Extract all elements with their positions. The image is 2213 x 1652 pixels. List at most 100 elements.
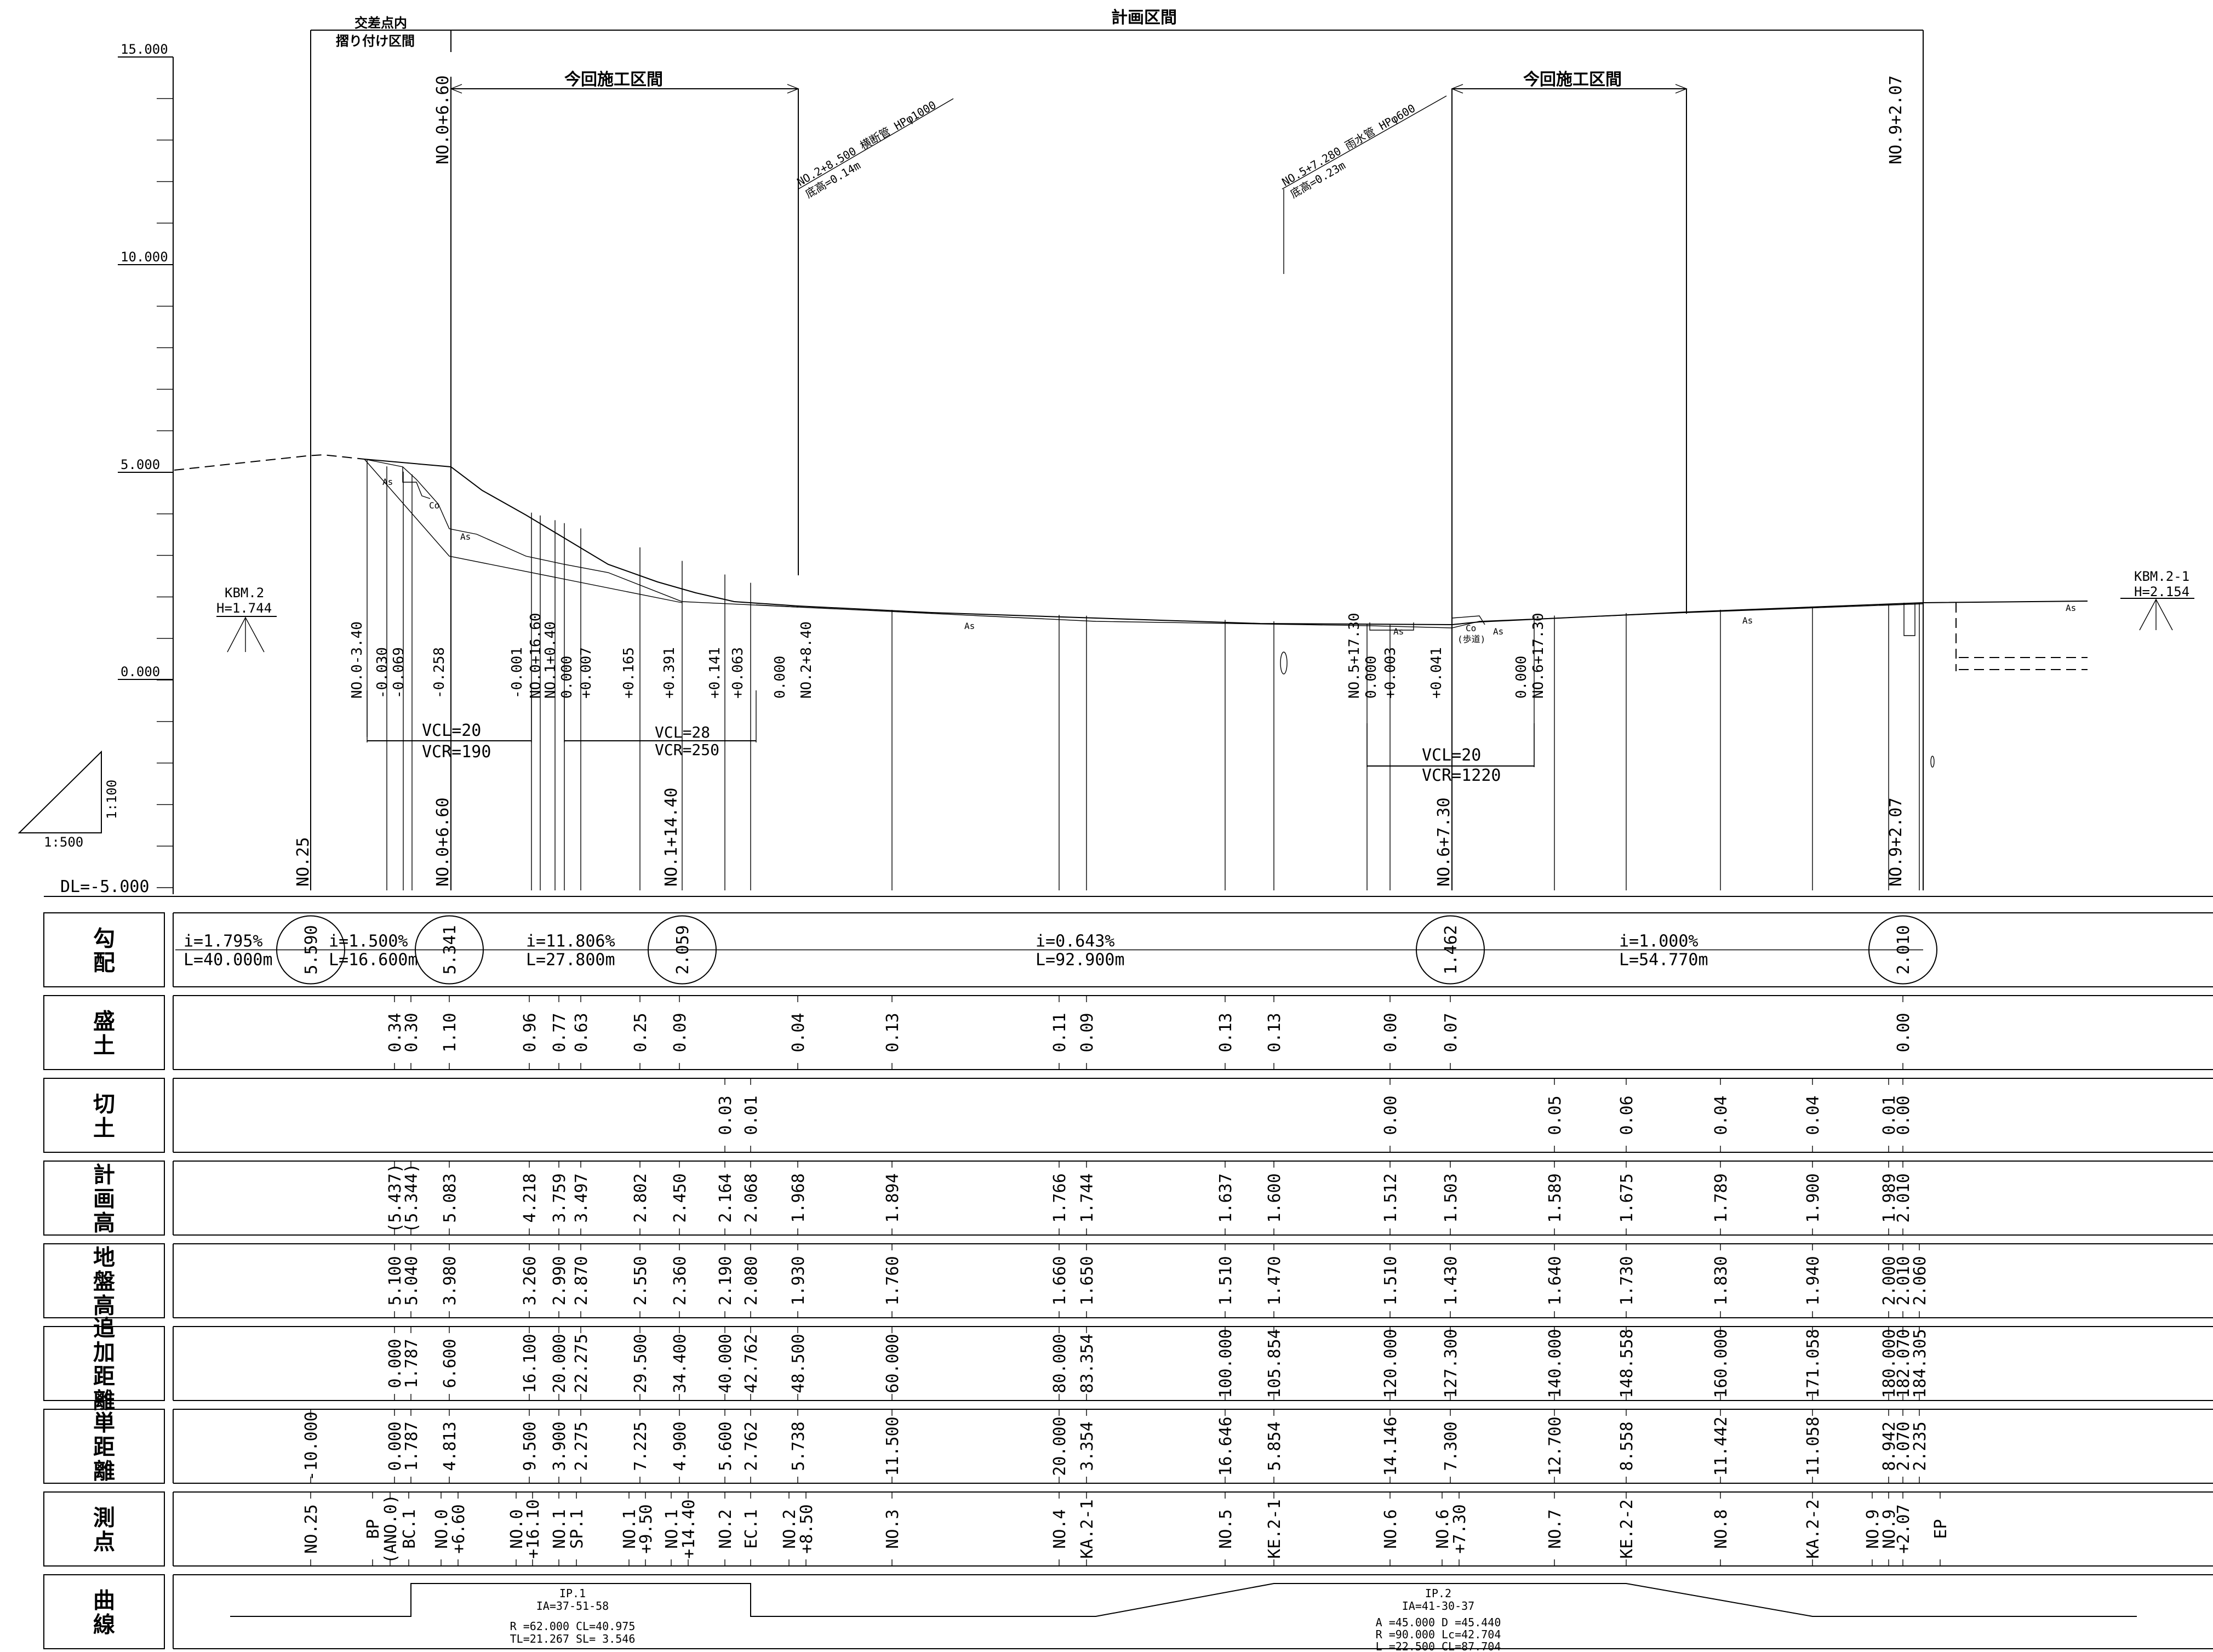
fill-value: 0.77 xyxy=(550,1013,569,1052)
plan-line xyxy=(364,459,2088,626)
fill-value: 0.11 xyxy=(1050,1013,1070,1052)
ground-height-value: 2.080 xyxy=(742,1256,761,1305)
plan-height-value: 5.083 xyxy=(441,1173,460,1222)
single-distance-value: 14.146 xyxy=(1381,1416,1400,1476)
fill-value: 0.00 xyxy=(1894,1013,1913,1052)
single-distance-value: 4.813 xyxy=(441,1421,460,1471)
diff-label: +0.391 xyxy=(661,647,678,699)
top-station-1: NO.0+6.60 xyxy=(433,75,453,164)
row-label-cell xyxy=(43,1409,165,1484)
single-distance-value: 7.225 xyxy=(631,1421,650,1471)
plan-height-value: 1.989 xyxy=(1880,1173,1899,1222)
cut-value: 0.01 xyxy=(1880,1095,1899,1135)
stations-value: NO.5 xyxy=(1216,1509,1236,1548)
plan-height-value: 3.759 xyxy=(550,1173,569,1222)
row-label-text: 地盤高 xyxy=(93,1245,115,1319)
single-distance-value: 2.275 xyxy=(572,1421,591,1471)
row-label-cell xyxy=(43,1326,165,1401)
ground-height-value: 2.060 xyxy=(1911,1256,1930,1305)
single-distance-value: 5.854 xyxy=(1265,1421,1284,1471)
gradient-l: L=54.770m xyxy=(1619,951,1708,970)
diff-label: -0.030 xyxy=(374,647,391,699)
stations-value: (ANO.0) xyxy=(381,1494,401,1563)
row-label-cell xyxy=(43,1243,165,1318)
gradient-circle xyxy=(1868,915,1937,985)
row-label-cell xyxy=(43,1078,165,1153)
elev-label-15: 15.000 xyxy=(121,42,168,57)
svg-text:As: As xyxy=(1742,615,1753,626)
gradient-circle xyxy=(276,915,345,985)
stations-value: +6.60 xyxy=(449,1504,468,1553)
single-distance-value: 1.787 xyxy=(402,1421,421,1471)
diff-label: +0.003 xyxy=(1382,647,1399,699)
cum-distance-value: 0.000 xyxy=(386,1339,405,1388)
ground-height-value: 2.990 xyxy=(550,1256,569,1305)
single-distance-value: 12.700 xyxy=(1546,1416,1565,1476)
fill-value: 0.09 xyxy=(671,1013,690,1052)
cut-value: 0.06 xyxy=(1617,1095,1637,1135)
ground-height-value: 1.640 xyxy=(1546,1256,1565,1305)
cut-value: 0.01 xyxy=(742,1095,761,1135)
single-distance-value: 11.500 xyxy=(883,1416,902,1476)
gradient-l: L=40.000m xyxy=(184,951,273,970)
diff-label: 0.000 xyxy=(772,656,788,699)
curve-ip2-name: IP.2 xyxy=(1425,1587,1451,1600)
diff-label: -0.069 xyxy=(391,647,407,699)
elev-label-10: 10.000 xyxy=(121,249,168,265)
single-distance-value: 3.354 xyxy=(1078,1421,1097,1471)
svg-text:As: As xyxy=(460,531,471,542)
gradient-circle xyxy=(648,915,717,985)
svg-text:NO.1+14.40: NO.1+14.40 xyxy=(662,787,681,887)
ground-height-value: 3.260 xyxy=(521,1256,540,1305)
single-distance-value: 20.000 xyxy=(1050,1416,1070,1476)
diff-label: NO.0-3.40 xyxy=(349,621,365,699)
single-distance-value: 5.600 xyxy=(716,1421,735,1471)
ground-height-value: 1.470 xyxy=(1265,1256,1284,1305)
cum-distance-value: 182.070 xyxy=(1894,1329,1913,1398)
svg-text:Co: Co xyxy=(1466,623,1476,633)
stations-value: BP xyxy=(364,1519,383,1539)
cum-distance-value: 22.275 xyxy=(572,1334,591,1393)
work-section-label-1: 今回施工区間 xyxy=(564,70,663,89)
row-label: 曲線 xyxy=(93,1588,115,1638)
svg-text:NO.6+7.30: NO.6+7.30 xyxy=(1434,797,1454,887)
stations-value: NO.1 xyxy=(662,1509,682,1548)
fill-value: 0.34 xyxy=(386,1013,405,1052)
ground-height-value: 1.760 xyxy=(883,1256,902,1305)
stations-value: NO.1 xyxy=(550,1509,569,1548)
ground-height-value: 5.040 xyxy=(402,1256,421,1305)
fill-value: 0.04 xyxy=(789,1013,808,1052)
single-distance-value: 3.900 xyxy=(550,1421,569,1471)
ground-height-value: 3.980 xyxy=(441,1256,460,1305)
row-label-cell xyxy=(43,995,165,1070)
fill-value: 0.13 xyxy=(883,1013,902,1052)
plan-height-value: 2.068 xyxy=(742,1173,761,1222)
vertical-curves: VCL=20 VCR=190 VCL=28 VCR=250 VCL=20 VCR… xyxy=(367,690,1535,785)
gradient-l: L=16.600m xyxy=(329,951,418,970)
stations-value: KE.2-2 xyxy=(1617,1499,1637,1558)
single-distance-value: 2.235 xyxy=(1911,1421,1930,1471)
curve-ip2-ia: IA=41-30-37 xyxy=(1402,1599,1474,1613)
svg-text:H=1.744: H=1.744 xyxy=(216,601,272,616)
plan-height-value: 1.637 xyxy=(1216,1173,1236,1222)
fill-value: 0.09 xyxy=(1078,1013,1097,1052)
curve-row: IP.1 IA=37-51-58 R =62.000 CL=40.975 TL=… xyxy=(230,1583,2137,1652)
stations-value: KA.2-2 xyxy=(1804,1499,1823,1558)
plan-height-value: 1.600 xyxy=(1265,1173,1284,1222)
stations-value: +7.30 xyxy=(1450,1504,1469,1553)
diff-label: 0.000 xyxy=(1513,656,1530,699)
row-label: 切土 xyxy=(93,1092,115,1141)
gradient-i: i=0.643% xyxy=(1036,932,1115,951)
gradient-circle xyxy=(1416,915,1485,985)
svg-text:KBM.2-1: KBM.2-1 xyxy=(2134,569,2189,584)
plan-height-value: 1.503 xyxy=(1442,1173,1461,1222)
stations-value: NO.7 xyxy=(1546,1509,1565,1548)
svg-text:NO.2+8.500 横断管 HPφ1000: NO.2+8.500 横断管 HPφ1000 xyxy=(795,98,939,188)
svg-text:NO.9+2.07: NO.9+2.07 xyxy=(1886,797,1906,887)
single-distance-value: 9.500 xyxy=(521,1421,540,1471)
stations-value: NO.6 xyxy=(1433,1509,1453,1548)
row-label: 盛土 xyxy=(93,1009,115,1059)
ground-height-value: 1.650 xyxy=(1078,1256,1097,1305)
